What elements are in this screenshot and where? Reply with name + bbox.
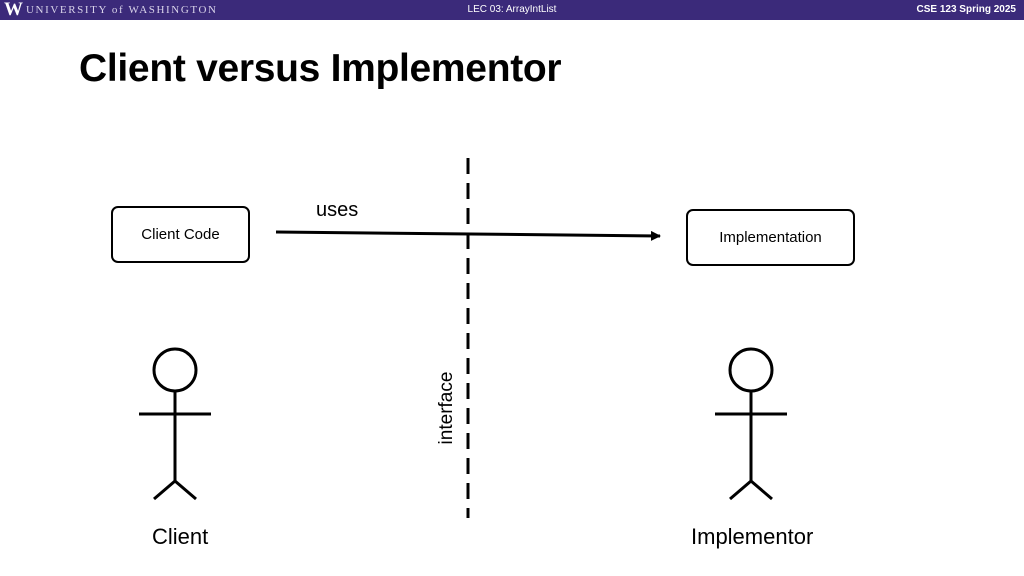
header-bar: W UNIVERSITY of WASHINGTON LEC 03: Array… (0, 0, 1024, 20)
course-name: CSE 123 Spring 2025 (916, 4, 1017, 15)
client-code-label: Client Code (141, 226, 220, 243)
uses-label: uses (316, 199, 359, 221)
implementation-box: Implementation (686, 209, 855, 266)
client-figure-icon (139, 347, 211, 501)
lecture-title: LEC 03: ArrayIntList (467, 4, 557, 15)
page-title: Client versus Implementor (79, 47, 562, 90)
client-code-box: Client Code (111, 206, 250, 263)
interface-label: interface (436, 371, 457, 445)
implementor-figure-icon (715, 347, 787, 501)
implementor-label: Implementor (691, 524, 814, 549)
uses-arrow (275, 230, 661, 241)
university-name: UNIVERSITY of WASHINGTON (26, 4, 218, 16)
client-label: Client (152, 524, 209, 549)
uw-logo-icon: W (4, 0, 23, 20)
implementation-label: Implementation (719, 229, 822, 246)
